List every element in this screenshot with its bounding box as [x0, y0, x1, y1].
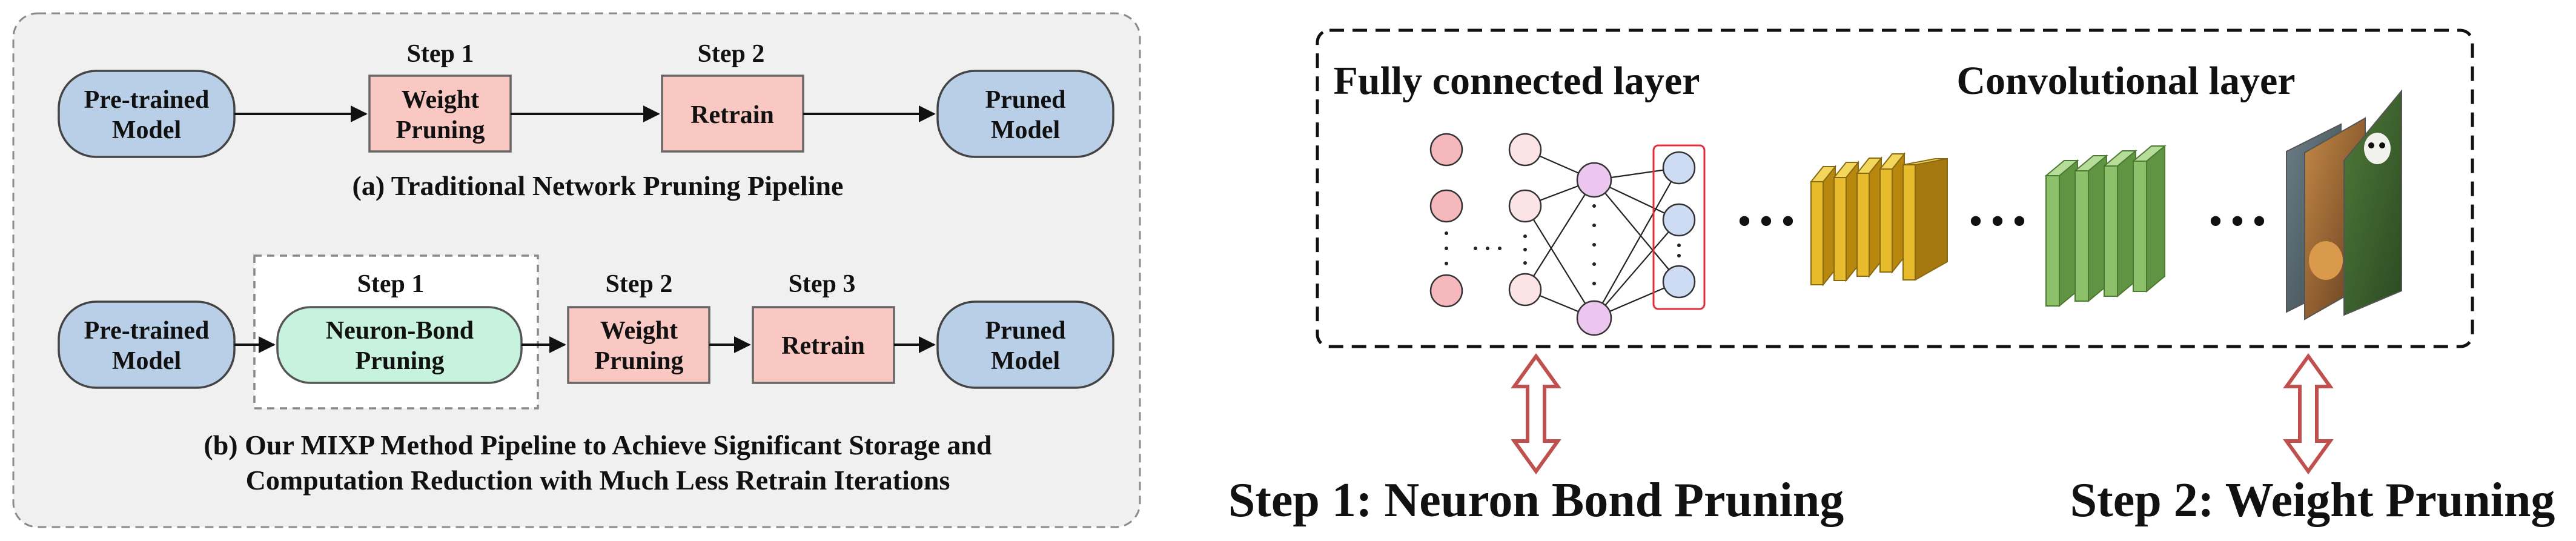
panda-shape: [2364, 133, 2391, 164]
input-image-stack: [2286, 89, 2402, 320]
yellow-map-4: [1878, 152, 1906, 274]
yellow-map-2: [1832, 161, 1860, 282]
trad-pretrained-line2: Model: [112, 116, 181, 144]
green-map-2: [2073, 154, 2108, 303]
step2-label: Step 2: Weight Pruning: [2070, 474, 2555, 527]
fc-layer-label: Fully connected layer: [1334, 59, 1700, 103]
trad-pruned-line1: Pruned: [985, 86, 1065, 114]
mixp-weight-pruning-box: [567, 306, 710, 384]
yellow-feature-maps: [1809, 152, 1948, 287]
mixp-retrain-label: Retrain: [781, 332, 865, 360]
ellipsis-3: • • •: [2209, 201, 2265, 241]
fc-hidden1-node-1: [1508, 133, 1542, 167]
step1-label: Step 1: Neuron Bond Pruning: [1228, 474, 1844, 527]
mixp-caption-line2: Computation Reduction with Much Less Ret…: [246, 465, 950, 496]
step1-double-arrow: [1511, 353, 1561, 475]
fc-input-node-2: [1429, 189, 1463, 223]
trad-pruned-line2: Model: [991, 116, 1060, 144]
fc-hidden1-node-2: [1508, 189, 1542, 223]
fc-hidden2-node-2: [1576, 300, 1612, 336]
mixp-caption-line1: (b) Our MIXP Method Pipeline to Achieve …: [204, 430, 992, 460]
trad-retrain-box: [661, 75, 804, 153]
green-feature-maps: [2044, 144, 2167, 308]
ellipsis-2: • • •: [1969, 201, 2025, 241]
green-map-3: [2102, 149, 2137, 298]
traditional-caption: (a) Traditional Network Pruning Pipeline: [353, 170, 844, 201]
mixp-weight-line2: Pruning: [594, 347, 683, 375]
green-map-1: [2044, 159, 2079, 308]
trad-weight-pruning-box: [368, 75, 512, 153]
mixp-step3-label: Step 3: [789, 270, 856, 298]
mixp-pretrained-line2: Model: [112, 347, 181, 375]
fc-dots: [1445, 204, 1681, 285]
trad-weight-line2: Pruning: [396, 116, 485, 144]
fc-output-node-2: [1662, 203, 1696, 237]
mixp-neuron-line1: Neuron-Bond: [326, 317, 474, 345]
fc-hidden2-node-1: [1576, 162, 1612, 198]
fc-network: [1429, 133, 1706, 336]
mixp-pruned-line1: Pruned: [985, 317, 1065, 345]
yellow-map-3: [1855, 156, 1883, 278]
trad-step2-label: Step 2: [698, 40, 765, 68]
trad-retrain-label: Retrain: [690, 101, 774, 129]
trad-weight-line1: Weight: [402, 86, 479, 114]
yellow-map-5: [1902, 158, 1948, 281]
mixp-pretrained-line1: Pre-trained: [84, 317, 210, 345]
fc-hidden1-node-3: [1508, 273, 1542, 307]
mixp-step1-label: Step 1: [357, 270, 425, 298]
fc-input-node-3: [1429, 274, 1463, 308]
mixp-step2-label: Step 2: [606, 270, 673, 298]
fc-output-highlight: [1652, 144, 1706, 310]
tiger-shape: [2309, 241, 2343, 280]
ellipsis-1: • • •: [1738, 201, 1794, 241]
mixp-pruned-line2: Model: [991, 347, 1060, 375]
trad-pruned-model: [936, 70, 1114, 158]
trad-pretrained-line1: Pre-trained: [84, 86, 210, 114]
step2-double-arrow: [2283, 353, 2334, 475]
fc-output-node-3: [1662, 265, 1696, 299]
mixp-weight-line1: Weight: [600, 317, 678, 345]
fc-output-node-1: [1662, 151, 1696, 185]
trad-step1-label: Step 1: [407, 40, 474, 68]
conv-layer-label: Convolutional layer: [1956, 59, 2295, 103]
yellow-map-1: [1809, 165, 1837, 287]
mixp-neuron-line2: Pruning: [355, 347, 444, 375]
fc-input-node-1: [1429, 133, 1463, 167]
mixp-pruned-model: [936, 300, 1114, 389]
green-map-4: [2131, 144, 2167, 293]
